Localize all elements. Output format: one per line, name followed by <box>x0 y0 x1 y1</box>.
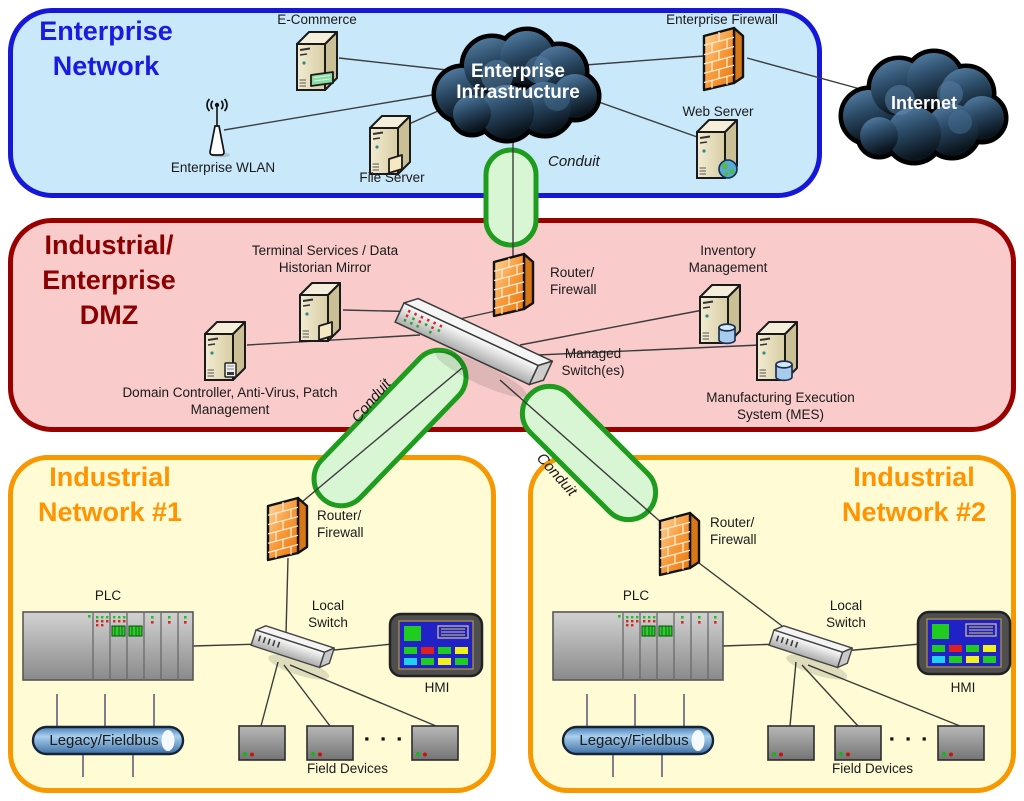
mes-label: Manufacturing Execution System (MES) <box>706 390 855 422</box>
managed-switch-icon <box>394 297 554 398</box>
ind2-local-switch-label: Local Switch <box>826 598 866 630</box>
field-device-icon <box>411 725 459 761</box>
ind1-hmi-icon <box>388 612 484 678</box>
enterprise-zone-title: Enterprise Network <box>39 16 173 82</box>
conduit-dmz-industrial2 <box>519 383 659 523</box>
ind1-ellipsis: ▪ ▪ ▪ <box>364 731 406 746</box>
field-device-icon <box>306 725 354 761</box>
field-device-icon <box>238 725 286 761</box>
internet-cloud-icon <box>843 53 1004 161</box>
dmz-zone-title: Industrial/ Enterprise DMZ <box>42 230 176 331</box>
industrial-enterprise-dmz-zone <box>8 218 1016 432</box>
enterprise-network-zone <box>8 8 822 198</box>
ind1-field-devices-label: Field Devices <box>306 761 389 776</box>
mes-server-icon <box>756 321 798 382</box>
domain-controller-server-icon <box>204 321 246 381</box>
terminal-services-server-icon <box>299 282 341 342</box>
ind1-plc-label: PLC <box>94 588 122 603</box>
dmz-router-firewall-label: Router/ Firewall <box>550 265 597 297</box>
field-device-icon <box>937 725 985 761</box>
ind2-plc-label: PLC <box>622 588 650 603</box>
ind2-router-firewall-icon <box>658 511 701 577</box>
dmz-router-firewall-icon <box>492 252 535 318</box>
enterprise-infrastructure-cloud-icon <box>436 31 597 139</box>
enterprise-firewall-label: Enterprise Firewall <box>666 12 778 27</box>
field-device-icon <box>834 725 882 761</box>
ind1-router-firewall-label: Router/ Firewall <box>317 508 364 540</box>
ind2-local-switch-icon <box>763 622 857 686</box>
enterprise-firewall-icon <box>702 26 745 92</box>
domain-controller-label: Domain Controller, Anti-Virus, Patch Man… <box>122 385 338 417</box>
ind2-ellipsis: ▪ ▪ ▪ <box>889 731 931 746</box>
ind1-local-switch-label: Local Switch <box>308 598 348 630</box>
ind1-plc-icon <box>22 611 194 681</box>
internet-label: Internet <box>890 93 957 113</box>
ind2-hmi-icon <box>916 610 1012 676</box>
field-device-icon <box>767 725 815 761</box>
ind1-hmi-label: HMI <box>424 680 450 695</box>
ind2-fieldbus-label: Legacy/Fieldbus <box>579 732 689 749</box>
conduit-enterprise-dmz <box>483 147 539 248</box>
web-server-label: Web Server <box>682 104 754 119</box>
ind2-router-firewall-label: Router/ Firewall <box>710 515 757 547</box>
ind1-router-firewall-icon <box>266 496 309 562</box>
terminal-services-label: Terminal Services / Data Historian Mirro… <box>251 243 399 275</box>
ecommerce-label: E-Commerce <box>277 12 357 27</box>
ind2-plc-icon <box>552 611 724 681</box>
fieldbus-stubs <box>56 694 685 777</box>
inventory-server-icon <box>699 284 741 345</box>
web-server-icon <box>696 119 738 179</box>
industrial1-zone-title: Industrial Network #1 <box>37 462 183 528</box>
conduit-label-vertical: Conduit <box>548 153 600 170</box>
ind1-fieldbus-label: Legacy/Fieldbus <box>49 732 159 749</box>
enterprise-infrastructure-label: Enterprise Infrastructure <box>456 61 580 103</box>
managed-switch-label: Managed Switch(es) <box>561 346 625 378</box>
ecommerce-server-icon <box>296 31 338 91</box>
enterprise-wlan-antenna-icon <box>206 98 230 158</box>
enterprise-wlan-label: Enterprise WLAN <box>170 160 276 175</box>
industrial2-zone-title: Industrial Network #2 <box>841 462 987 528</box>
file-server-icon <box>369 115 411 175</box>
ind2-field-devices-label: Field Devices <box>831 761 914 776</box>
file-server-label: File Server <box>359 170 425 185</box>
inventory-label: Inventory Management <box>688 243 768 275</box>
ind2-hmi-label: HMI <box>950 680 976 695</box>
